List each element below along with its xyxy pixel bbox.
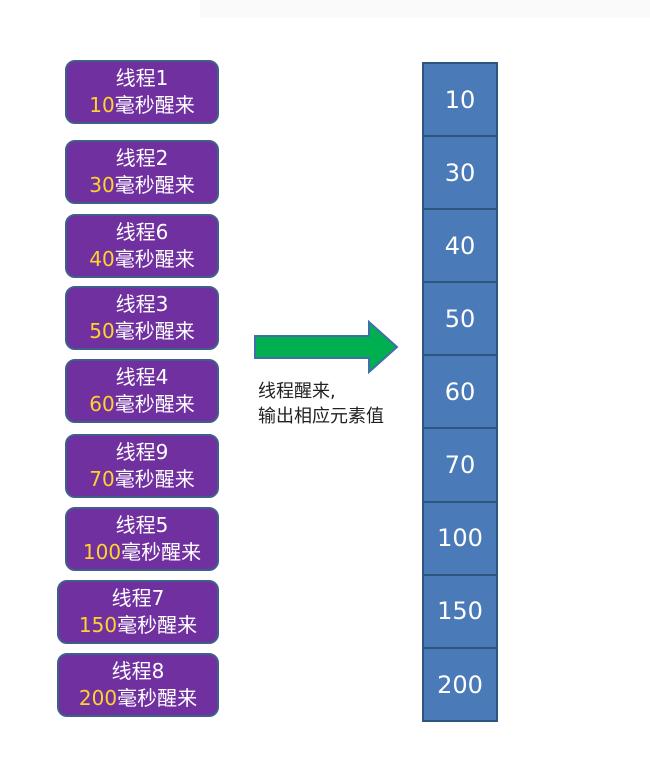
thread-box: 线程2 30毫秒醒来 — [65, 140, 219, 204]
thread-name: 线程9 — [115, 440, 169, 464]
thread-box: 线程5 100毫秒醒来 — [65, 507, 219, 571]
thread-wake-number: 40 — [89, 247, 115, 271]
thread-wake-time: 200毫秒醒来 — [79, 685, 197, 712]
thread-name: 线程3 — [115, 292, 169, 316]
arrow-caption: 线程醒来, 输出相应元素值 — [258, 379, 384, 429]
thread-box: 线程8 200毫秒醒来 — [57, 653, 219, 717]
thread-wake-time: 10毫秒醒来 — [89, 92, 194, 119]
thread-name: 线程8 — [111, 659, 165, 683]
thread-wake-number: 30 — [89, 173, 115, 197]
thread-wake-number: 10 — [89, 93, 115, 117]
array-cell: 30 — [424, 137, 496, 211]
array-cell: 150 — [424, 576, 496, 649]
thread-name: 线程4 — [115, 365, 169, 389]
thread-wake-time: 50毫秒醒来 — [89, 318, 194, 345]
thread-box: 线程6 40毫秒醒来 — [65, 214, 219, 278]
thread-wake-time: 70毫秒醒来 — [89, 466, 194, 493]
thread-wake-suffix: 毫秒醒来 — [114, 247, 195, 271]
thread-box: 线程3 50毫秒醒来 — [65, 286, 219, 350]
thread-wake-number: 150 — [78, 613, 118, 637]
thread-wake-time: 30毫秒醒来 — [89, 172, 194, 199]
array-cell: 200 — [437, 671, 483, 700]
thread-wake-suffix: 毫秒醒来 — [114, 93, 195, 117]
array-cell: 70 — [424, 429, 496, 503]
arrow-caption-line-1: 线程醒来, — [258, 381, 336, 402]
right-arrow-icon — [254, 320, 399, 374]
array-cell: 60 — [424, 356, 496, 430]
thread-name: 线程5 — [115, 513, 169, 537]
thread-wake-suffix: 毫秒醒来 — [117, 686, 198, 710]
thread-wake-suffix: 毫秒醒来 — [114, 173, 195, 197]
top-strip — [200, 0, 650, 18]
array-cell: 40 — [424, 210, 496, 284]
array-cell: 50 — [424, 283, 496, 357]
array-cell: 100 — [424, 503, 496, 576]
thread-name: 线程7 — [111, 586, 165, 610]
thread-box: 线程1 10毫秒醒来 — [65, 60, 219, 124]
thread-wake-suffix: 毫秒醒来 — [121, 540, 202, 564]
thread-wake-number: 100 — [82, 540, 122, 564]
thread-wake-suffix: 毫秒醒来 — [114, 392, 195, 416]
array-cell: 10 — [424, 64, 496, 138]
thread-wake-time: 40毫秒醒来 — [89, 246, 194, 273]
thread-name: 线程2 — [115, 146, 169, 170]
arrow-caption-line-2: 输出相应元素值 — [258, 406, 384, 427]
thread-box: 线程7 150毫秒醒来 — [57, 580, 219, 644]
thread-wake-time: 100毫秒醒来 — [83, 539, 201, 566]
thread-box: 线程9 70毫秒醒来 — [65, 434, 219, 498]
thread-name: 线程1 — [115, 66, 169, 90]
thread-box: 线程4 60毫秒醒来 — [65, 359, 219, 423]
thread-name: 线程6 — [115, 220, 169, 244]
right-arrow-shape — [254, 320, 399, 374]
thread-wake-suffix: 毫秒醒来 — [114, 467, 195, 491]
sorted-array: 10 30 40 50 60 70 100 150 200 — [422, 62, 498, 722]
thread-wake-time: 60毫秒醒来 — [89, 391, 194, 418]
thread-wake-time: 150毫秒醒来 — [79, 612, 197, 639]
thread-wake-number: 50 — [89, 319, 115, 343]
thread-wake-suffix: 毫秒醒来 — [114, 319, 195, 343]
thread-wake-number: 70 — [89, 467, 115, 491]
thread-wake-number: 60 — [89, 392, 115, 416]
thread-wake-number: 200 — [78, 686, 118, 710]
thread-list: 线程1 10毫秒醒来 线程2 30毫秒醒来 线程6 40毫秒醒来 线程3 50毫… — [0, 0, 230, 763]
thread-wake-suffix: 毫秒醒来 — [117, 613, 198, 637]
